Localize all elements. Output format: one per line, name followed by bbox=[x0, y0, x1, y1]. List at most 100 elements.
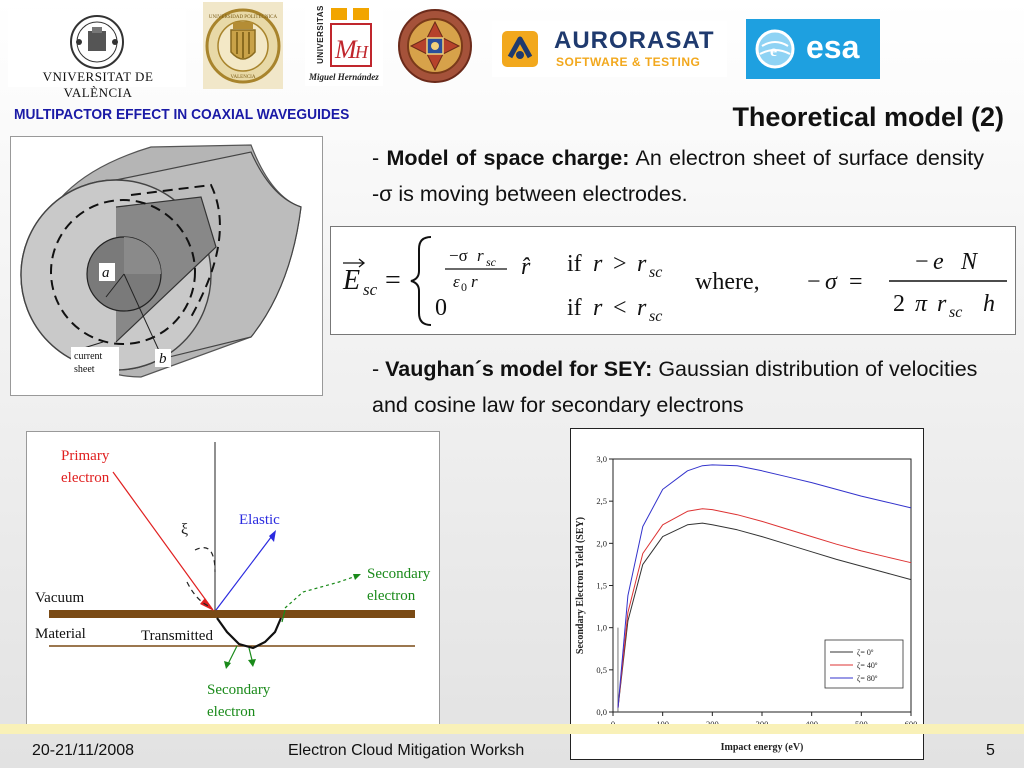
svg-text:e: e bbox=[933, 249, 944, 275]
svg-text:ε: ε bbox=[453, 272, 460, 291]
coax-figure: a b current sheet bbox=[10, 136, 323, 396]
uv-logo: VNIVERSITAT DE VALÈNCIA bbox=[8, 9, 186, 100]
label-secondary-bot-1: Secondary bbox=[207, 682, 271, 698]
y-tick-label: 3,0 bbox=[596, 454, 607, 464]
vaughan-text: - Vaughan´s model for SEY: Gaussian dist… bbox=[372, 351, 997, 423]
space-charge-dash: - bbox=[372, 146, 387, 170]
legend-label: ζ= 0º bbox=[857, 648, 874, 657]
svg-text:r: r bbox=[637, 251, 647, 277]
footer-bar bbox=[0, 724, 1024, 734]
y-tick-label: 0,5 bbox=[596, 665, 607, 675]
legend-label: ζ= 80º bbox=[857, 674, 878, 683]
svg-text:r: r bbox=[471, 272, 478, 291]
svg-text:r: r bbox=[937, 291, 947, 317]
umh-name: Miguel Hernández bbox=[309, 72, 379, 82]
svg-text:sc: sc bbox=[949, 304, 962, 321]
y-tick-label: 1,5 bbox=[596, 581, 607, 591]
y-tick-label: 0,0 bbox=[596, 707, 607, 717]
svg-text:M: M bbox=[334, 35, 358, 64]
esa-logo: e esa bbox=[746, 19, 880, 79]
svg-text:sc: sc bbox=[486, 255, 497, 269]
coax-diagram: a b current sheet bbox=[20, 144, 302, 378]
svg-text:sc: sc bbox=[649, 308, 662, 325]
svg-text:r̂: r̂ bbox=[521, 254, 531, 280]
coax-label-sheet-1: current bbox=[74, 351, 103, 362]
y-axis-label: Secondary Electron Yield (SEY) bbox=[575, 517, 586, 654]
svg-text:=: = bbox=[849, 269, 863, 295]
svg-text:H: H bbox=[354, 42, 369, 62]
vaughan-dash: - bbox=[372, 357, 386, 381]
footer-workshop: Electron Cloud Mitigation Worksh bbox=[288, 742, 525, 759]
esa-name: esa bbox=[806, 29, 860, 65]
y-tick-label: 1,0 bbox=[596, 623, 607, 633]
upv-ring-bottom: VALENCIA bbox=[231, 75, 256, 80]
svg-text:E: E bbox=[342, 265, 360, 296]
upv-seal-icon: UNIVERSIDAD POLITECNICA VALENCIA bbox=[205, 8, 281, 84]
svg-text:=: = bbox=[385, 265, 401, 296]
svg-text:2: 2 bbox=[893, 291, 905, 317]
esa-globe-icon: e bbox=[755, 29, 795, 69]
series-line-1 bbox=[617, 508, 912, 708]
svg-text:r: r bbox=[593, 295, 603, 321]
svg-text:0: 0 bbox=[435, 295, 447, 321]
x-axis-label: Impact energy (eV) bbox=[721, 742, 804, 753]
interaction-diagram: Primary electron Elastic ξ Secondary ele… bbox=[35, 442, 431, 720]
label-angle: ξ bbox=[181, 521, 188, 538]
coax-label-b: b bbox=[159, 351, 167, 367]
formula-box: E sc = −σ r sc ε 0 r r̂ if r > r sc 0 bbox=[330, 226, 1016, 335]
y-tick-label: 2,0 bbox=[596, 538, 607, 548]
svg-text:if: if bbox=[567, 295, 582, 321]
label-transmitted: Transmitted bbox=[141, 628, 213, 644]
upv-logo: UNIVERSIDAD POLITECNICA VALENCIA bbox=[203, 2, 283, 89]
svg-text:r: r bbox=[593, 251, 603, 277]
vaughan-bold: Vaughan´s model for SEY: bbox=[385, 357, 653, 381]
svg-text:σ: σ bbox=[825, 269, 838, 295]
space-charge-rest: An electron sheet of surface density -σ … bbox=[372, 146, 985, 206]
footer-date: 20-21/11/2008 bbox=[32, 742, 135, 759]
svg-text:if: if bbox=[567, 251, 582, 277]
svg-text:N: N bbox=[960, 249, 979, 275]
y-tick-label: 2,5 bbox=[596, 496, 607, 506]
series-line-2 bbox=[617, 464, 912, 708]
slide-title: Theoretical model (2) bbox=[732, 102, 1004, 132]
sey-chart-svg: 01002003004005006000,00,51,01,52,02,53,0… bbox=[575, 454, 917, 753]
label-vacuum: Vacuum bbox=[35, 590, 84, 606]
label-secondary-top-1: Secondary bbox=[367, 566, 431, 582]
label-elastic: Elastic bbox=[239, 512, 280, 528]
vaughan-rest: Gaussian distribution of velocities and … bbox=[372, 357, 978, 417]
label-primary-1: Primary bbox=[61, 448, 110, 464]
svg-text:−: − bbox=[915, 249, 929, 275]
series-line-0 bbox=[617, 522, 912, 708]
svg-text:e: e bbox=[770, 43, 777, 60]
third-seal-logo bbox=[397, 8, 473, 84]
svg-text:h: h bbox=[983, 291, 995, 317]
uv-seal-icon bbox=[70, 15, 124, 69]
space-charge-equation: E sc = −σ r sc ε 0 r r̂ if r > r sc 0 bbox=[342, 236, 1007, 326]
umh-vertical-text: UNIVERSITAS bbox=[315, 5, 325, 64]
svg-text:π: π bbox=[915, 291, 928, 317]
aurorasat-mark-icon bbox=[502, 31, 538, 67]
legend-label: ζ= 40º bbox=[857, 661, 878, 670]
electron-interaction-figure: Primary electron Elastic ξ Secondary ele… bbox=[26, 431, 440, 725]
svg-text:sc: sc bbox=[649, 264, 662, 281]
label-primary-2: electron bbox=[61, 470, 110, 486]
upv-ring-top: UNIVERSIDAD POLITECNICA bbox=[209, 15, 278, 20]
label-material: Material bbox=[35, 626, 86, 642]
svg-text:−: − bbox=[807, 269, 821, 295]
footer-page-number: 5 bbox=[986, 742, 995, 759]
label-secondary-bot-2: electron bbox=[207, 704, 256, 720]
aurorasat-tagline: SOFTWARE & TESTING bbox=[556, 55, 701, 69]
aurorasat-name: AURORASAT bbox=[554, 27, 715, 54]
uv-name: VNIVERSITAT DE VALÈNCIA bbox=[42, 69, 154, 100]
svg-text:0: 0 bbox=[461, 280, 467, 294]
slide-subtitle: MULTIPACTOR EFFECT IN COAXIAL WAVEGUIDES bbox=[14, 106, 350, 123]
svg-text:where,: where, bbox=[695, 269, 760, 295]
svg-text:sc: sc bbox=[363, 280, 378, 299]
svg-text:r: r bbox=[637, 295, 647, 321]
coax-label-sheet-2: sheet bbox=[74, 364, 95, 375]
svg-text:>: > bbox=[613, 251, 627, 277]
svg-text:<: < bbox=[613, 295, 627, 321]
umh-logo: UNIVERSITAS M H Miguel Hernández bbox=[305, 4, 383, 86]
coax-label-a: a bbox=[102, 265, 110, 281]
sey-chart: 01002003004005006000,00,51,01,52,02,53,0… bbox=[570, 428, 924, 760]
